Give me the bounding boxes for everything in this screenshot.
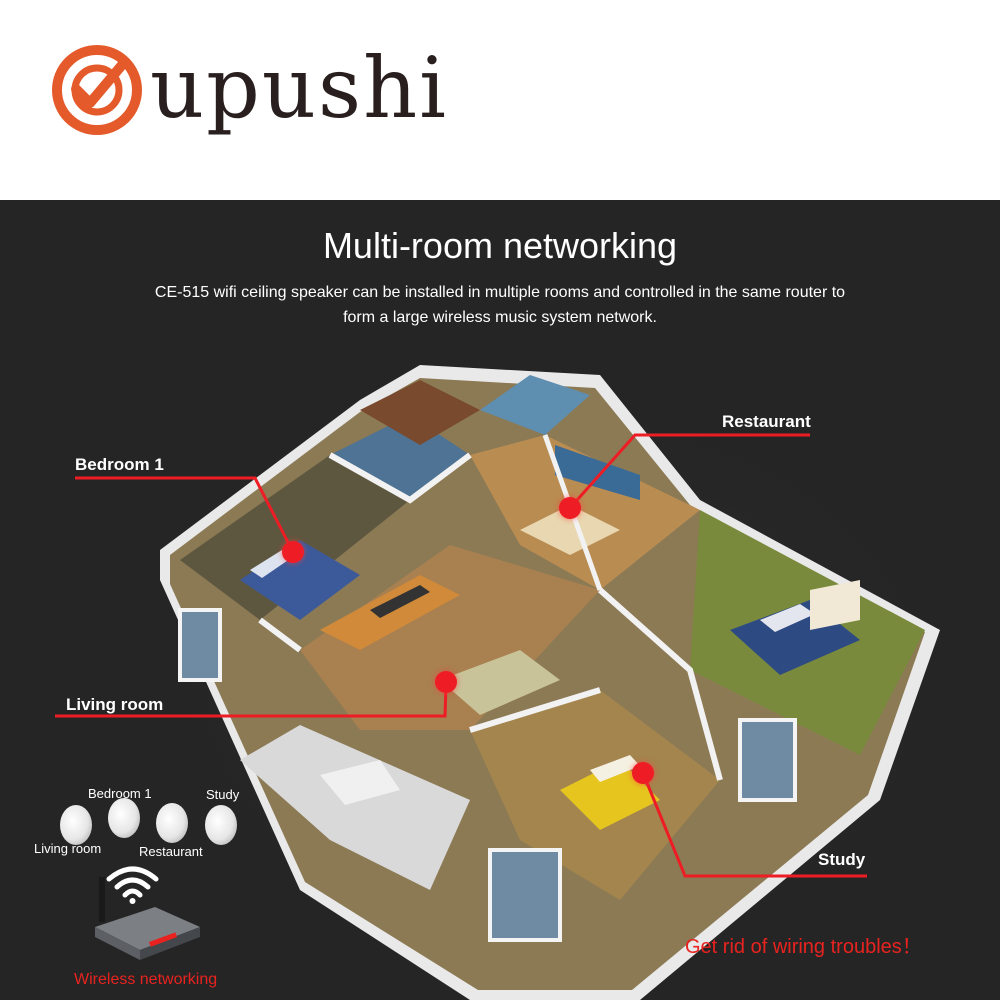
- header: upushi: [0, 0, 1000, 200]
- restaurant-speaker-marker: [559, 497, 581, 519]
- feature-panel: Multi-room networking CE-515 wifi ceilin…: [0, 200, 1000, 1000]
- speaker-bedroom1: [108, 798, 140, 838]
- brand-name: upushi: [150, 39, 449, 137]
- speaker-living-room: [60, 805, 92, 845]
- living-room-speaker-marker: [435, 671, 457, 693]
- study-speaker-marker: [632, 762, 654, 784]
- floor-plan-illustration: [55, 365, 980, 1000]
- speaker-restaurant: [156, 803, 188, 843]
- speaker-study: [205, 805, 237, 845]
- speaker-label-bedroom1: Bedroom 1: [88, 786, 152, 801]
- page-title: Multi-room networking: [322, 225, 678, 266]
- speaker-label-study: Study: [206, 787, 240, 802]
- bedroom1-speaker-marker: [282, 541, 304, 563]
- study-label: Study: [818, 850, 866, 869]
- speaker-label-living-room: Living room: [34, 841, 102, 856]
- bedroom1-label: Bedroom 1: [75, 455, 164, 474]
- wifi-icon: [106, 866, 159, 904]
- speaker-label-restaurant: Restaurant: [139, 844, 203, 859]
- restaurant-label: Restaurant: [722, 412, 811, 431]
- tagline: Get rid of wiring troubles！: [685, 936, 922, 958]
- living-room-label: Living room: [66, 695, 164, 714]
- page-subtitle: CE-515 wifi ceiling speaker can be insta…: [154, 284, 846, 326]
- upushi-logo-icon: [52, 45, 142, 135]
- router-icon: [95, 877, 200, 960]
- wireless-networking-label: Wireless networking: [74, 971, 218, 988]
